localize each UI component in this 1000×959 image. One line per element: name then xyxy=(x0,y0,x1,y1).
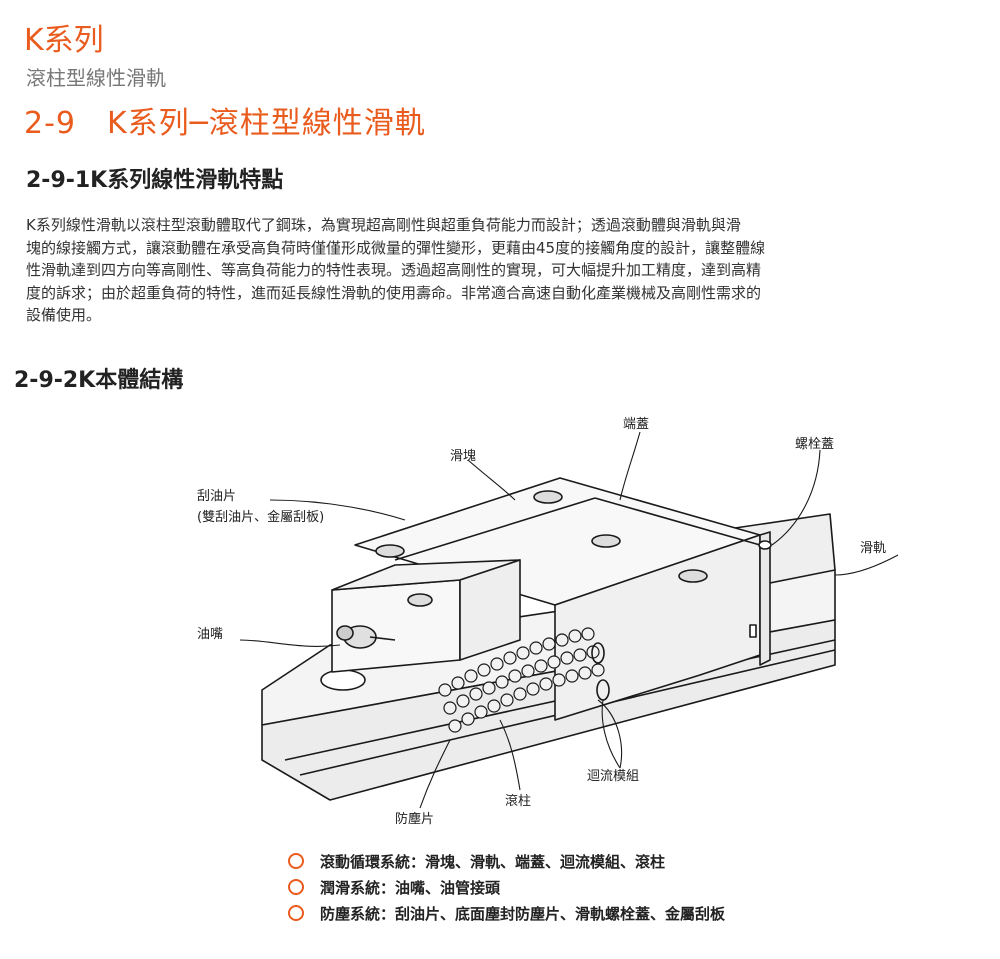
list-item: 防塵系統：刮油片、底面塵封防塵片、滑軌螺栓蓋、金屬刮板 xyxy=(288,900,725,926)
callout-scraper: 刮油片 xyxy=(197,489,236,504)
system-text: 滾動循環系統：滑塊、滑軌、端蓋、迴流模組、滾柱 xyxy=(320,852,666,871)
callout-bolt-cap: 螺栓蓋 xyxy=(795,437,834,452)
circle-bullet-icon xyxy=(288,905,304,921)
grease-nipple-drawing xyxy=(336,625,396,649)
paragraph-line: K系列線性滑軌以滾柱型滾動體取代了鋼珠，為實現超高剛性與超重負荷能力而設計；透過… xyxy=(26,216,741,234)
structure-heading: 2-9-2K本體結構 xyxy=(14,368,184,393)
systems-list: 滾動循環系統：滑塊、滑軌、端蓋、迴流模組、滾柱 潤滑系統：油嘴、油管接頭 防塵系… xyxy=(288,848,725,926)
features-paragraph: K系列線性滑軌以滾柱型滾動體取代了鋼珠，為實現超高剛性與超重負荷能力而設計；透過… xyxy=(26,214,961,327)
circle-bullet-icon xyxy=(288,879,304,895)
rollers-drawing xyxy=(438,627,610,733)
system-text: 潤滑系統：油嘴、油管接頭 xyxy=(320,878,501,897)
circle-bullet-icon xyxy=(288,853,304,869)
series-subtitle: 滾柱型線性滑軌 xyxy=(26,66,166,90)
callout-grease-nipple: 油嘴 xyxy=(197,627,223,642)
features-heading: 2-9-1K系列線性滑軌特點 xyxy=(26,168,284,193)
callout-recirculation: 迴流模組 xyxy=(587,769,639,784)
section-heading: 2-9 K系列─滾柱型線性滑軌 xyxy=(24,106,426,141)
bolt-cap-drawing xyxy=(749,531,772,666)
series-title: K系列 xyxy=(24,23,104,58)
list-item: 潤滑系統：油嘴、油管接頭 xyxy=(288,874,725,900)
system-text: 防塵系統：刮油片、底面塵封防塵片、滑軌螺栓蓋、金屬刮板 xyxy=(320,904,726,923)
callout-roller: 滾柱 xyxy=(505,794,531,809)
callout-end-cap: 端蓋 xyxy=(623,417,649,432)
end-cap-drawing xyxy=(331,559,521,673)
callout-block: 滑塊 xyxy=(450,448,476,464)
paragraph-line: 塊的線接觸方式，讓滾動體在承受高負荷時僅僅形成微量的彈性變形，更藉由45度的接觸… xyxy=(26,238,766,257)
callout-dust-seal: 防塵片 xyxy=(395,811,434,827)
callout-rail: 滑軌 xyxy=(860,540,886,556)
paragraph-line: 度的訴求；由於超重負荷的特性，進而延長線性滑軌的使用壽命。非常適合高速自動化產業… xyxy=(26,283,762,302)
callout-scraper-detail: (雙刮油片、金屬刮板) xyxy=(197,509,324,525)
paragraph-line: 設備使用。 xyxy=(26,306,102,324)
paragraph-line: 性滑軌達到四方向等高剛性、等高負荷能力的特性表現。透過超高剛性的實現，可大幅提升… xyxy=(26,261,762,279)
list-item: 滾動循環系統：滑塊、滑軌、端蓋、迴流模組、滾柱 xyxy=(288,848,725,874)
